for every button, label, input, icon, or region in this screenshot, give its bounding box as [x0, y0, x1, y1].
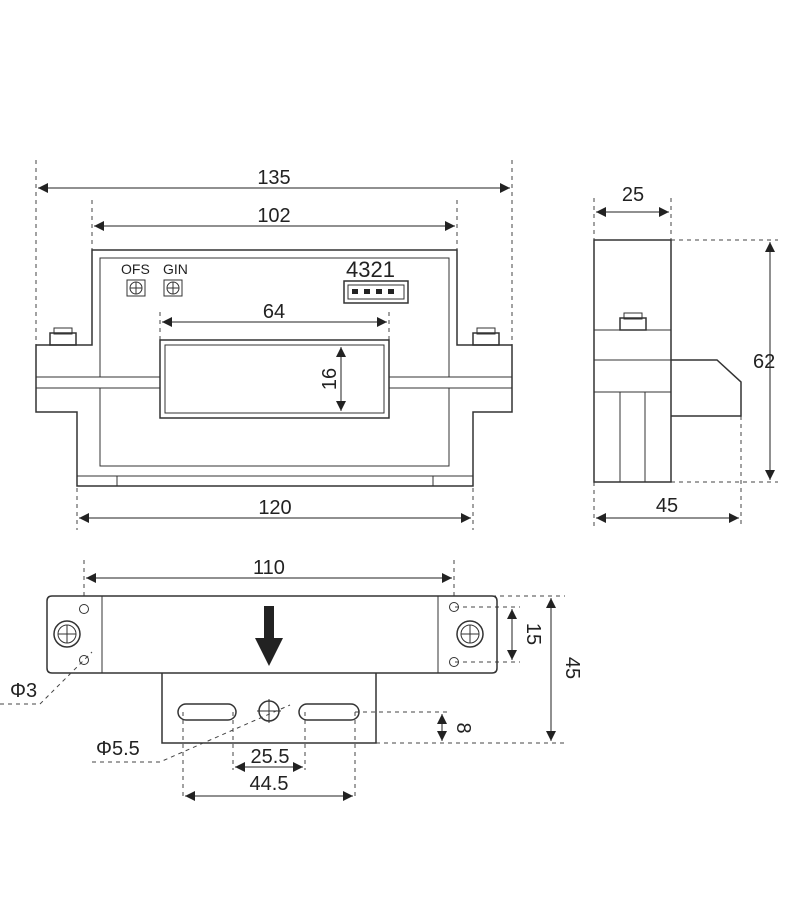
dim-16: 16: [319, 368, 341, 390]
dim-25: 25: [622, 184, 644, 206]
dim-62: 62: [753, 351, 775, 373]
dim-110: 110: [253, 557, 285, 579]
gin-label: GIN: [163, 261, 188, 277]
ofs-label: OFS: [121, 261, 150, 277]
dim-102: 102: [257, 205, 290, 227]
dim-44-5: 44.5: [250, 773, 289, 795]
front-view: OFS GIN 4321 135 102 64: [35, 160, 513, 530]
connector-pin-label: 4321: [346, 257, 395, 282]
dim-45-bottom: 45: [561, 657, 583, 679]
dim-phi3: Φ3: [10, 680, 37, 702]
dim-135: 135: [257, 167, 290, 189]
dim-8: 8: [452, 722, 474, 733]
dim-120: 120: [258, 497, 291, 519]
dim-phi5-5: Φ5.5: [96, 738, 140, 760]
dim-64: 64: [263, 301, 285, 323]
right-screw-icon: [456, 620, 484, 648]
dim-45-side: 45: [656, 495, 678, 517]
dim-25-5: 25.5: [251, 746, 290, 768]
left-screw-icon: [53, 620, 81, 648]
ofs-potentiometer-icon: [126, 279, 146, 297]
connector-icon: [343, 280, 409, 304]
side-view: 25 62 45: [593, 184, 778, 528]
gin-potentiometer-icon: [163, 279, 183, 297]
dim-15: 15: [522, 623, 544, 645]
bottom-view: Φ3 Φ5.5 110 15 45 8 25.5 44.5: [0, 557, 583, 801]
current-direction-arrow-icon: [255, 606, 283, 666]
